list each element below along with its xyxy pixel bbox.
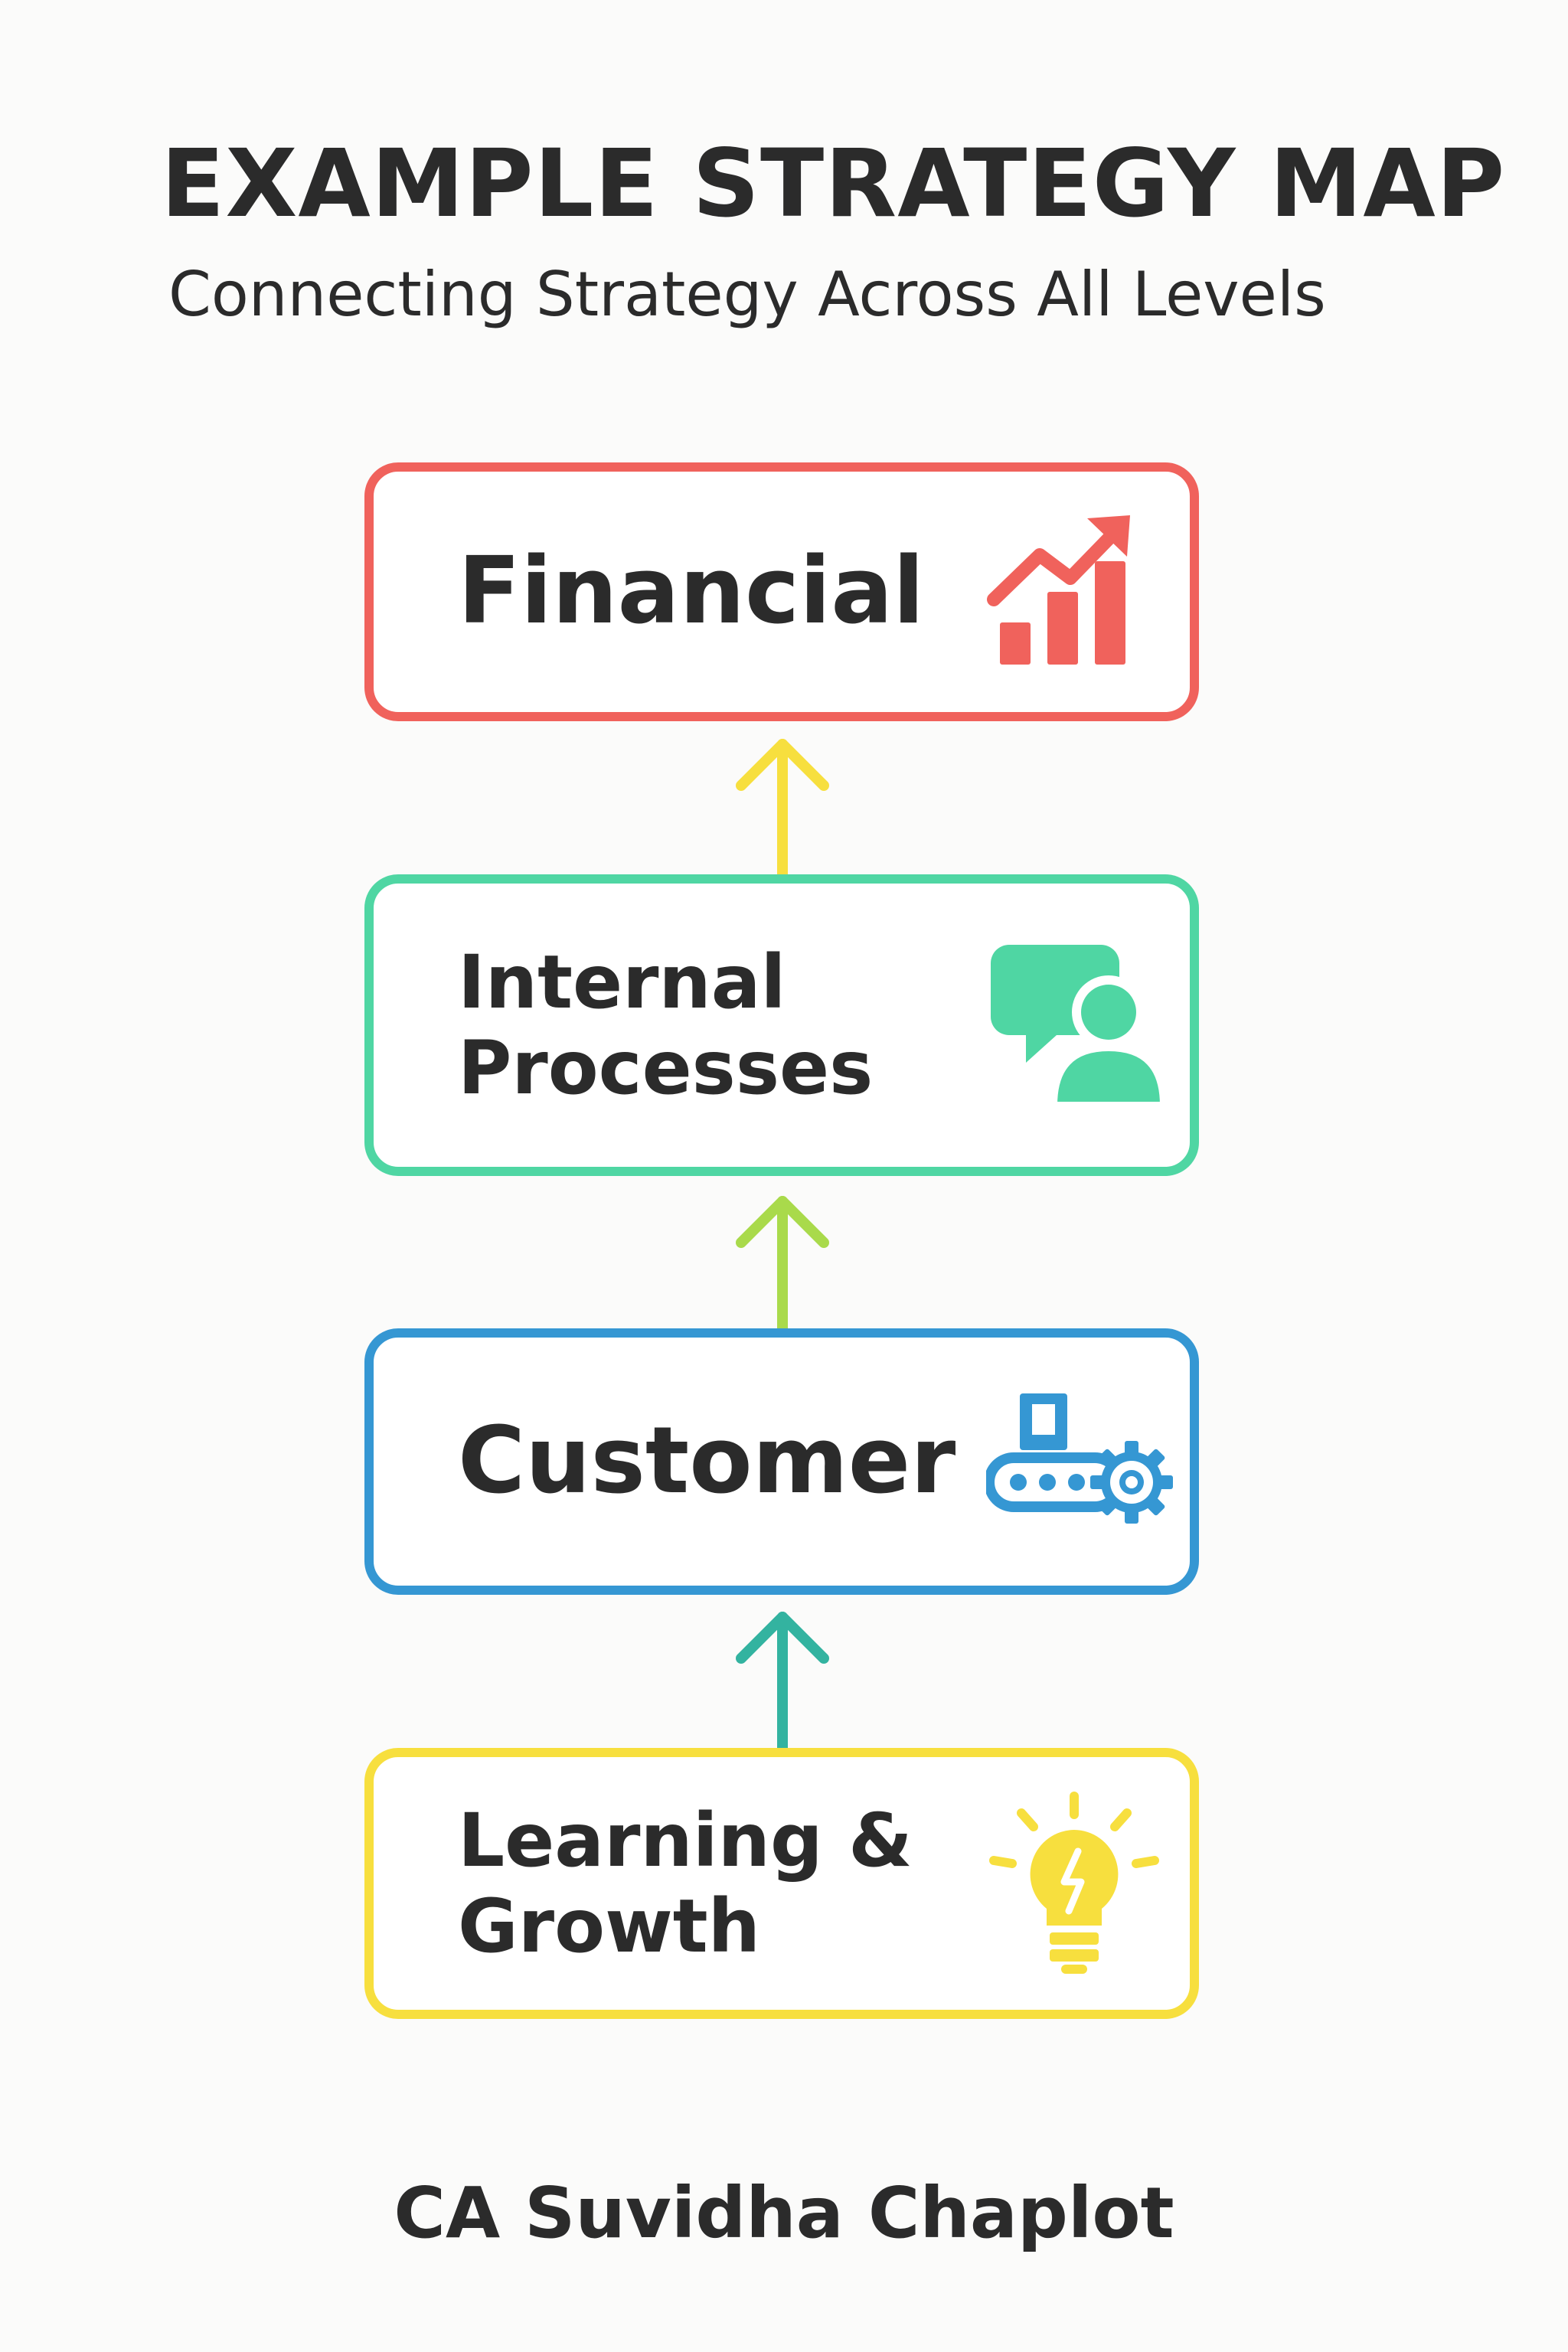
perspective-label-financial: Financial xyxy=(458,538,925,645)
arrow-up-icon xyxy=(736,739,829,874)
chat-person-icon xyxy=(991,945,1168,1109)
perspective-box-customer: Customer xyxy=(364,1328,1199,1595)
conveyor-gear-icon xyxy=(986,1393,1173,1524)
rising-bar-chart-icon xyxy=(987,515,1130,665)
perspective-box-financial: Financial xyxy=(364,462,1199,721)
page-subtitle: Connecting Strategy Across All Levels xyxy=(168,259,1326,330)
perspective-label-customer: Customer xyxy=(458,1408,956,1514)
arrow-up-icon xyxy=(736,1196,829,1328)
arrow-up-icon xyxy=(736,1612,829,1748)
perspective-box-learning-growth: Learning & Growth xyxy=(364,1748,1199,2019)
perspective-box-internal-processes: Internal Processes xyxy=(364,874,1199,1176)
lightbulb-icon xyxy=(989,1792,1159,1974)
perspective-label-internal-processes: Internal Processes xyxy=(458,939,874,1111)
perspective-label-learning-growth: Learning & Growth xyxy=(458,1798,913,1969)
author-credit: CA Suvidha Chaplot xyxy=(394,2172,1174,2254)
page-title: EXAMPLE STRATEGY MAP xyxy=(161,129,1506,238)
